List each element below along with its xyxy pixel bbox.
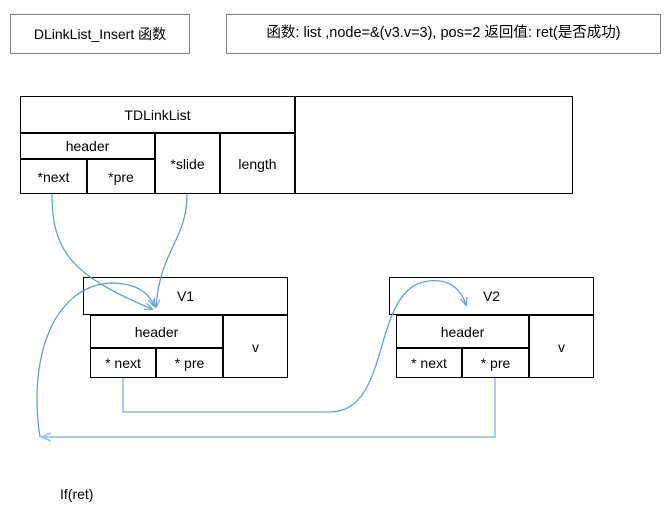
function-signature-box: 函数: list ,node=&(v3.v=3), pos=2 返回值: ret…: [226, 14, 661, 54]
node-v1-next-cell: * next: [90, 348, 156, 378]
node-v2-pre-cell: * pre: [462, 348, 529, 378]
node-v1-header-cell: header: [90, 315, 223, 348]
if-ret-label: If(ret): [60, 486, 94, 502]
node-v2-value-cell: v: [529, 315, 594, 378]
node-v2-title-cell: V2: [389, 277, 594, 315]
tdlinklist-length-cell: length: [220, 133, 295, 194]
node-v2-header-cell: header: [396, 315, 529, 348]
node-v2-next-cell: * next: [396, 348, 462, 378]
tdlinklist-empty-right-cell: [295, 96, 573, 194]
arrow-v1-next-segment: [122, 378, 330, 413]
tdlinklist-header-cell: header: [20, 133, 155, 159]
function-name-box: DLinkList_Insert 函数: [10, 14, 190, 54]
tdlinklist-title-cell: TDLinkList: [20, 96, 295, 133]
node-v1-pre-cell: * pre: [156, 348, 223, 378]
node-v1-title-cell: V1: [83, 277, 288, 315]
arrow-v2-pre-to-v1: [42, 378, 496, 437]
tdlinklist-pre-cell: *pre: [87, 159, 155, 194]
tdlinklist-slide-cell: *slide: [155, 133, 220, 194]
tdlinklist-next-cell: *next: [20, 159, 87, 194]
node-v1-value-cell: v: [223, 315, 288, 378]
